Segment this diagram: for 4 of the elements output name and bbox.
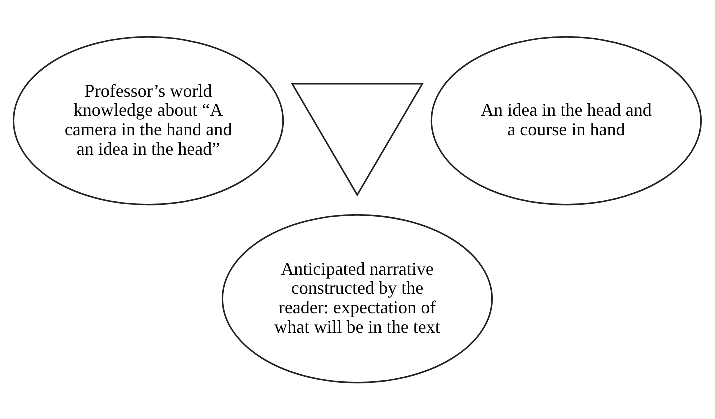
node-ellipse: Anticipated narrative constructed by the reader: expectation of what will be in the text xyxy=(222,214,494,384)
node-ellipse: An idea in the head and a course in hand xyxy=(430,36,702,206)
node-ellipse: Professor’s world knowledge about “A camera in the hand and an idea in the head” xyxy=(12,36,284,206)
node-triangle xyxy=(291,82,424,196)
